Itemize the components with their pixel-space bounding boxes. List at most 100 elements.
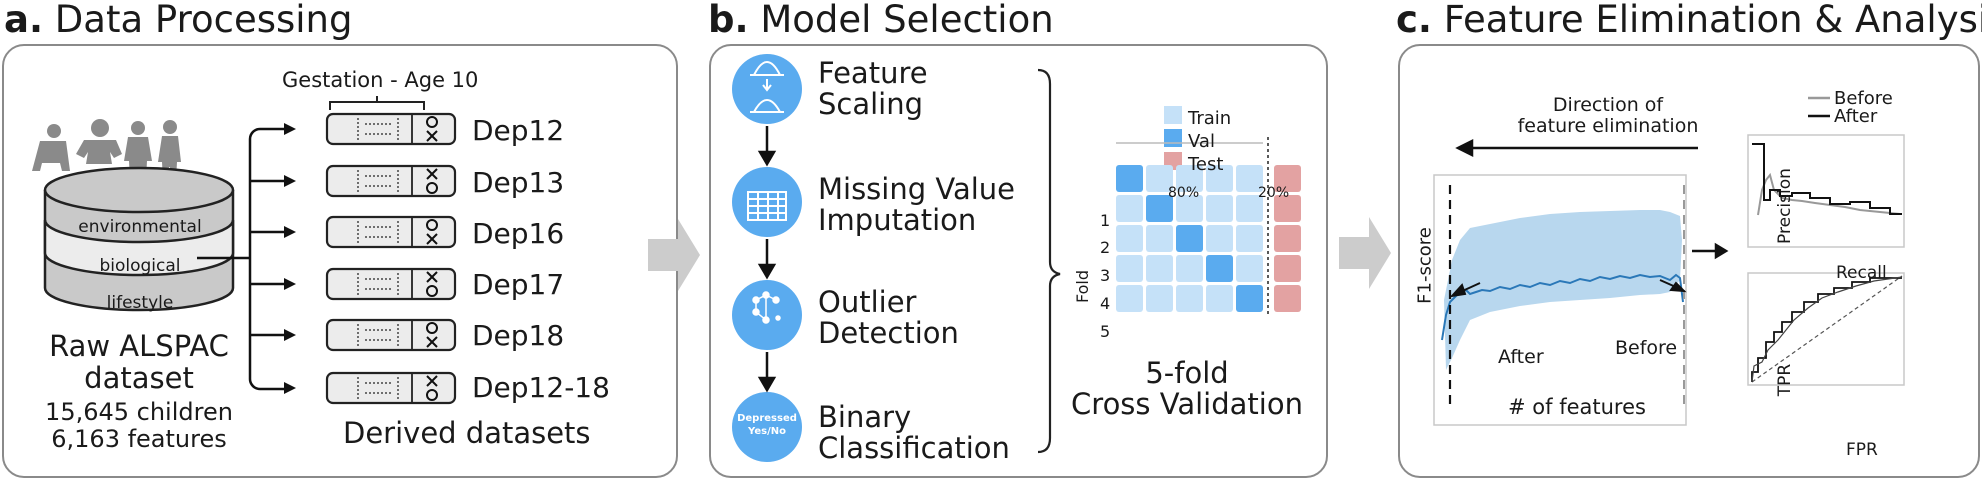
- panel-a-graphics: [32, 96, 457, 405]
- flow-arrow-a-b: [648, 219, 700, 291]
- precision-axis-label: Precision: [1775, 168, 1795, 244]
- children-count: 15,645 children: [45, 398, 233, 426]
- pr-before-curve: [1757, 172, 1901, 216]
- f1-plot-frame: [1433, 174, 1687, 426]
- panel-c-graphics: [1433, 96, 1905, 426]
- dataset-table-icon: [325, 318, 457, 352]
- cv-cell: [1206, 255, 1233, 282]
- pr-plot-frame: [1747, 134, 1905, 248]
- roc-diagonal: [1751, 275, 1903, 383]
- panel-a-title: a. Data Processing: [4, 0, 353, 41]
- fold-axis-label: Fold: [1073, 269, 1093, 304]
- f1-axis-label: F1-score: [1414, 227, 1436, 304]
- cv-cell: [1116, 165, 1143, 192]
- panel-b: [709, 44, 1328, 478]
- legend-train-label: Train: [1188, 108, 1232, 129]
- derived-datasets-label: Derived datasets: [343, 416, 591, 450]
- cv-cell: [1206, 225, 1233, 252]
- cv-cell: [1236, 255, 1263, 282]
- recall-axis-label: Recall: [1836, 263, 1887, 283]
- classification-icon: [732, 392, 802, 462]
- table-grid-icon: [747, 191, 787, 221]
- connector-arrowheads: [284, 123, 296, 394]
- fold-4: 4: [1100, 294, 1111, 313]
- cv-cell: [1236, 285, 1263, 312]
- test-percent: 20%: [1258, 185, 1290, 201]
- legend-test-label: Test: [1188, 154, 1224, 175]
- cv-cell: [1146, 195, 1173, 222]
- curly-brace: [1037, 68, 1061, 454]
- cv-cell: [1176, 255, 1203, 282]
- features-axis-label: # of features: [1508, 395, 1646, 419]
- before-label: Before: [1615, 337, 1678, 359]
- cv-cell: [1116, 195, 1143, 222]
- gestation-bracket: [329, 96, 425, 110]
- f1-score-band: [1444, 210, 1682, 370]
- bell-curve-icon: [750, 61, 784, 113]
- pr-legend-before: Before: [1834, 88, 1893, 109]
- cv-cell: [1236, 165, 1263, 192]
- cv-cell: [1206, 165, 1233, 192]
- cv-cell: [1274, 165, 1301, 192]
- cv-cell: [1146, 225, 1173, 252]
- roc-plot-frame: [1747, 272, 1905, 386]
- cv-cell: [1274, 195, 1301, 222]
- connector-lines: [197, 127, 285, 391]
- cv-cell: [1274, 225, 1301, 252]
- dataset-label-dep12: Dep12: [472, 114, 565, 147]
- cv-cell: [1176, 165, 1203, 192]
- database-icon: [43, 166, 235, 312]
- legend-swatch-1: [1164, 129, 1182, 147]
- roc-curve-2: [1751, 276, 1903, 383]
- legend-val-label: Val: [1188, 131, 1215, 152]
- db-layer-biological: biological: [99, 256, 181, 276]
- dataset-label-dep12-18: Dep12-18: [472, 371, 610, 404]
- cv-cell: [1116, 255, 1143, 282]
- cv-cell: [1116, 285, 1143, 312]
- feature-count: 6,163 features: [51, 425, 227, 453]
- after-before-arrows: [1449, 279, 1687, 298]
- db-layer-environmental: environmental: [78, 217, 202, 237]
- dataset-table-icon: [325, 112, 457, 146]
- dataset-table-icon: [325, 267, 457, 301]
- panel-b-title: b. Model Selection: [708, 0, 1054, 41]
- dataset-label-dep18: Dep18: [472, 319, 565, 352]
- dataset-label-dep13: Dep13: [472, 166, 565, 199]
- dataset-table-icon: [325, 215, 457, 249]
- fold-5: 5: [1100, 322, 1111, 341]
- fold-1: 1: [1100, 211, 1111, 230]
- gestation-range-label: Gestation - Age 10: [282, 68, 479, 92]
- cv-cell: [1236, 225, 1263, 252]
- panel-b-graphics: [747, 61, 1301, 454]
- train-percent: 80%: [1168, 185, 1200, 201]
- cv-cell: [1176, 195, 1203, 222]
- fold-3: 3: [1100, 266, 1111, 285]
- cv-cell: [1116, 225, 1143, 252]
- panel-c-title: c. Feature Elimination & Analysis: [1396, 0, 1982, 41]
- pr-after-curve: [1752, 143, 1902, 215]
- cv-cell: [1176, 225, 1203, 252]
- cv-cell: [1146, 285, 1173, 312]
- dataset-table-icon: [325, 164, 457, 198]
- cv-cell: [1206, 195, 1233, 222]
- cv-cell: [1274, 285, 1301, 312]
- legend-swatch-0: [1164, 106, 1182, 124]
- dataset-label-dep16: Dep16: [472, 217, 565, 250]
- cv-cell: [1206, 285, 1233, 312]
- cv-cell: [1176, 285, 1203, 312]
- cv-cell: [1146, 255, 1173, 282]
- network-icon: [752, 291, 781, 324]
- fold-2: 2: [1100, 238, 1111, 257]
- fpr-axis-label: FPR: [1846, 440, 1878, 460]
- after-label: After: [1498, 346, 1544, 368]
- dataset-table-icon: [325, 371, 457, 405]
- step-arrows: [757, 126, 777, 393]
